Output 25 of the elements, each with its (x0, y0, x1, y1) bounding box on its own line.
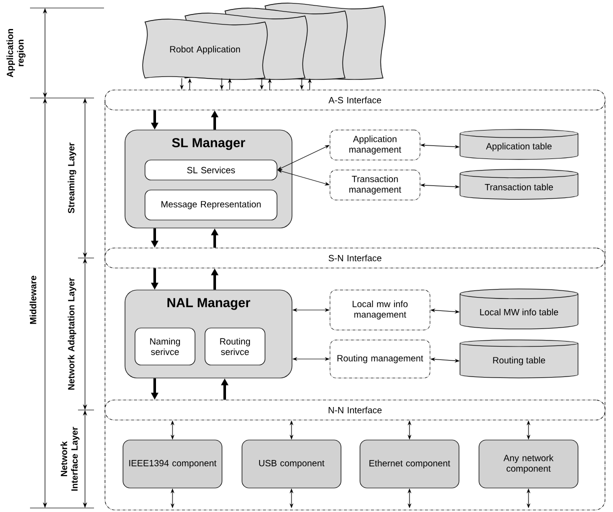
component-box: Any network component (478, 440, 578, 488)
table-cylinder: Application table (460, 129, 578, 160)
component-box: IEEE1394 component (122, 440, 222, 488)
dimension-label: Application region (6, 29, 26, 78)
service-box: Message Representation (144, 190, 278, 220)
component-box: USB component (242, 440, 342, 488)
management-box: Application management (330, 130, 420, 160)
application-cloud: Robot Application (142, 18, 268, 80)
dimension-label: Middleware (30, 276, 36, 324)
dimension-label: Streaming Layer (68, 142, 76, 214)
service-box: Naming serivce (134, 328, 196, 366)
service-box: Routing serivce (204, 328, 266, 366)
management-box: Transaction management (330, 170, 420, 200)
dimension-label: Network Adaptation Layer (68, 278, 76, 390)
service-box: SL Services (144, 160, 278, 180)
table-cylinder: Transaction table (460, 169, 578, 200)
interface-band: S-N Interface (104, 248, 606, 268)
dimension-label: Network Interface Layer (60, 426, 80, 491)
management-box: Local mw info management (330, 290, 430, 330)
interface-band: A-S Interface (104, 90, 606, 110)
interface-band: N-N Interface (104, 400, 606, 420)
table-cylinder: Routing table (460, 340, 578, 378)
management-box: Routing management (330, 340, 430, 378)
table-cylinder: Local MW info table (460, 288, 578, 330)
component-box: Ethernet component (360, 440, 460, 488)
